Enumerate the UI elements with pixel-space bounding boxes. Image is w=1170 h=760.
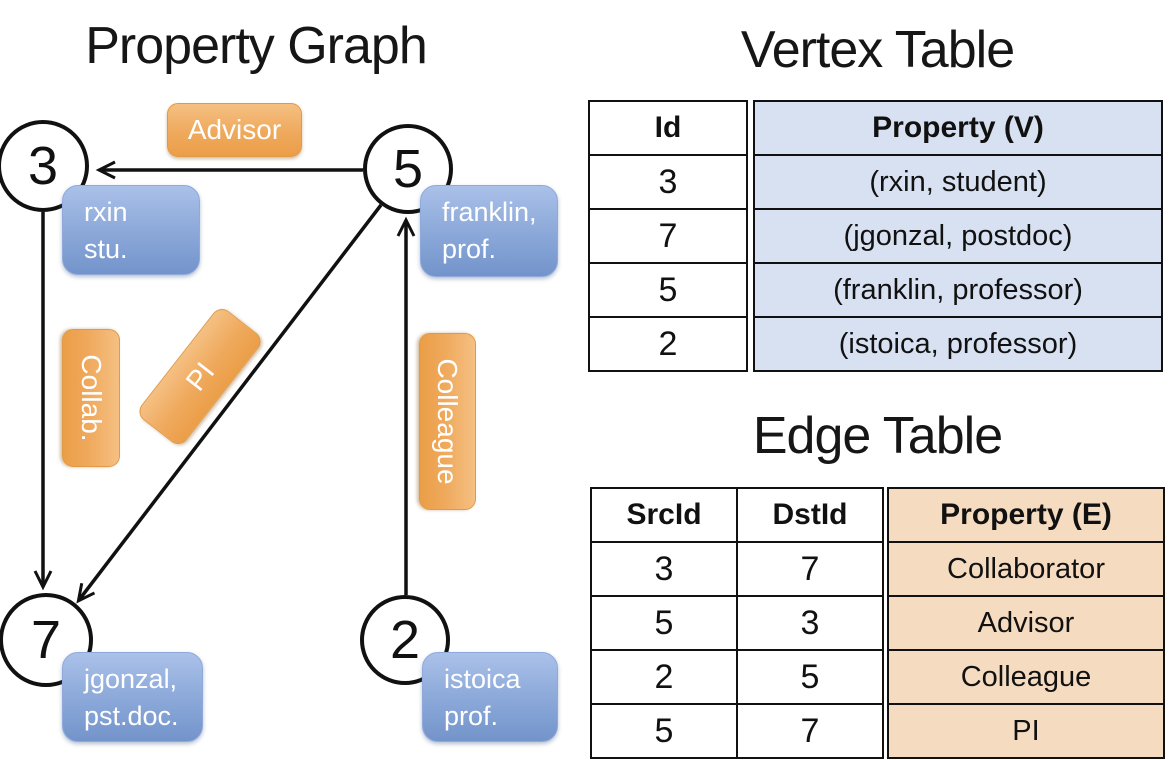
table-row: 7 — [588, 208, 748, 264]
node-3-property-line1: rxin — [84, 197, 128, 227]
edge-label-advisor: Advisor — [167, 103, 302, 157]
vertex-property-cell: (jgonzal, postdoc) — [753, 208, 1163, 264]
edge-dst-cell: 7 — [736, 541, 884, 597]
edge-label-collab: Collab. — [62, 329, 120, 467]
vertex-property-cell: (franklin, professor) — [753, 262, 1163, 318]
graph-edges-canvas — [33, 160, 416, 604]
table-row: 5 7 — [590, 703, 884, 759]
vertex-table-header-row: Id — [588, 100, 748, 156]
edge-table-header-row: Property (E) — [887, 487, 1165, 543]
graph-node-2: 2 — [360, 595, 450, 685]
node-5-property-line2: prof. — [442, 234, 497, 264]
node-7-property-box: jgonzal, pst.doc. — [62, 652, 203, 742]
node-3-id: 3 — [27, 136, 59, 196]
edge-dst-cell: 7 — [736, 703, 884, 759]
table-row: Collaborator — [887, 541, 1165, 597]
vertex-property-cell: (istoica, professor) — [753, 316, 1163, 372]
table-row: PI — [887, 703, 1165, 759]
node-7-id: 7 — [30, 610, 62, 670]
edge-table-title: Edge Table — [752, 407, 1003, 465]
edge-src-cell: 3 — [590, 541, 738, 597]
edge-dst-cell: 3 — [736, 595, 884, 651]
node-5-id: 5 — [392, 139, 424, 199]
edge-label-colleague: Colleague — [419, 333, 476, 510]
edge-property-cell: PI — [887, 703, 1165, 759]
vertex-table-title: Vertex Table — [740, 21, 1015, 79]
node-2-id: 2 — [389, 610, 421, 670]
table-row: 5 3 — [590, 595, 884, 651]
node-5-property-line1: franklin, — [442, 197, 537, 227]
node-2-property-box: istoica prof. — [422, 652, 558, 742]
node-5-property-box: franklin, prof. — [420, 185, 558, 277]
edge-src-cell: 2 — [590, 649, 738, 705]
edge-dst-header: DstId — [736, 487, 884, 543]
vertex-id-header: Id — [588, 100, 748, 156]
table-row: (jgonzal, postdoc) — [753, 208, 1163, 264]
edge-property-header: Property (E) — [887, 487, 1165, 543]
graph-node-5: 5 — [363, 124, 453, 214]
edge-table-header-row: SrcId DstId — [590, 487, 884, 543]
vertex-table-property-column: Property (V) (rxin, student) (jgonzal, p… — [753, 100, 1163, 372]
node-7-property-line1: jgonzal, — [84, 664, 178, 694]
table-row: (rxin, student) — [753, 154, 1163, 210]
table-row: 3 7 — [590, 541, 884, 597]
edge-arrow-5-to-7 — [76, 203, 383, 604]
table-row: 2 5 — [590, 649, 884, 705]
node-7-property-line2: pst.doc. — [84, 701, 179, 731]
edge-property-cell: Collaborator — [887, 541, 1165, 597]
edge-table-src-dst-columns: SrcId DstId 3 7 5 3 2 5 5 7 — [590, 487, 884, 759]
table-row: (istoica, professor) — [753, 316, 1163, 372]
edge-src-cell: 5 — [590, 595, 738, 651]
vertex-property-header: Property (V) — [753, 100, 1163, 156]
vertex-table-header-row: Property (V) — [753, 100, 1163, 156]
edge-property-cell: Colleague — [887, 649, 1165, 705]
vertex-id-cell: 7 — [588, 208, 748, 264]
edge-dst-cell: 5 — [736, 649, 884, 705]
edge-property-cell: Advisor — [887, 595, 1165, 651]
vertex-id-cell: 2 — [588, 316, 748, 372]
vertex-id-cell: 3 — [588, 154, 748, 210]
node-3-property-box: rxin stu. — [62, 185, 200, 275]
table-row: 2 — [588, 316, 748, 372]
property-graph-title: Property Graph — [85, 17, 428, 75]
edge-table-property-column: Property (E) Collaborator Advisor Collea… — [887, 487, 1165, 759]
table-row: (franklin, professor) — [753, 262, 1163, 318]
node-2-property-line1: istoica — [444, 664, 521, 694]
table-row: Advisor — [887, 595, 1165, 651]
node-3-property-line2: stu. — [84, 234, 128, 264]
table-row: Colleague — [887, 649, 1165, 705]
edge-src-header: SrcId — [590, 487, 738, 543]
vertex-id-cell: 5 — [588, 262, 748, 318]
table-row: 5 — [588, 262, 748, 318]
vertex-table-id-column: Id 3 7 5 2 — [588, 100, 748, 372]
vertex-property-cell: (rxin, student) — [753, 154, 1163, 210]
table-row: 3 — [588, 154, 748, 210]
edge-src-cell: 5 — [590, 703, 738, 759]
node-2-property-line2: prof. — [444, 701, 499, 731]
